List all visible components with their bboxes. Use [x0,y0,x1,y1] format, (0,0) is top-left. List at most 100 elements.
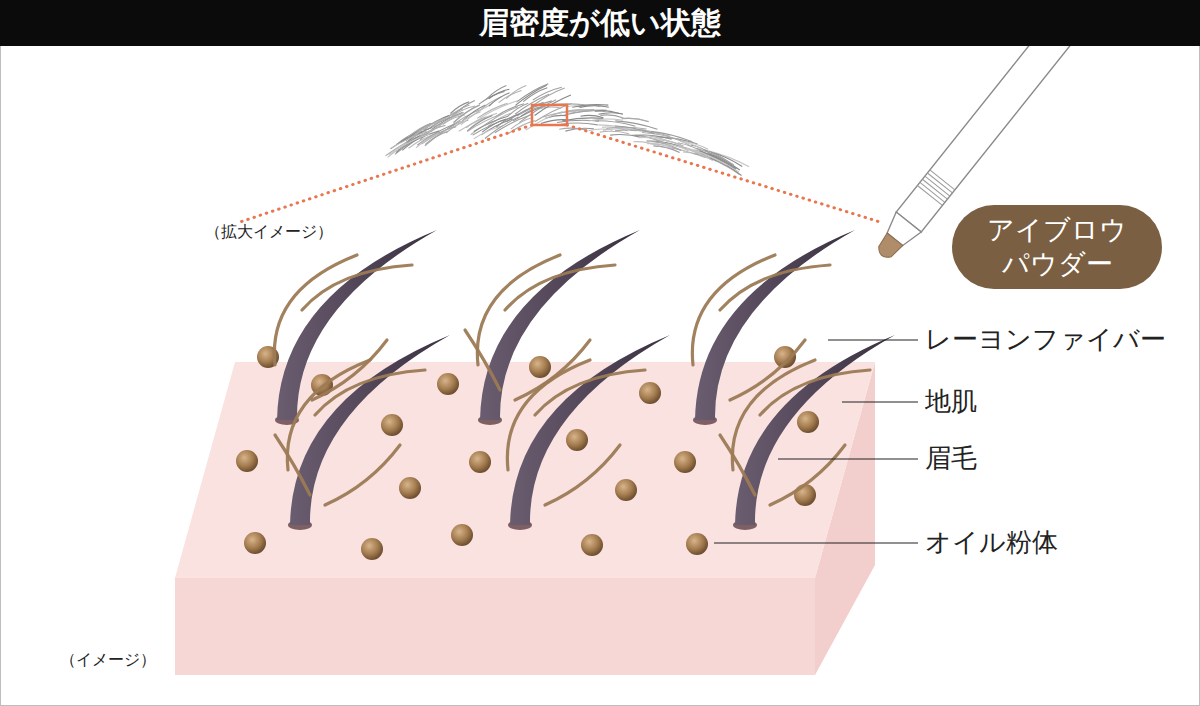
eyebrow-hair-stroke [447,105,470,119]
rayon-fiber [760,370,870,415]
pencil-rib [922,179,947,199]
node-text: アイブロウ パウダー [987,213,1127,281]
oil-particle [381,414,403,436]
oil-particle [437,373,459,395]
rayon-fiber [720,435,755,495]
part-label: オイル粉体 [925,527,1058,558]
rayon-fiber [545,445,620,505]
eyebrow-hair [290,335,450,525]
zoom-guide [240,125,532,222]
rayon-fiber [515,340,590,400]
rayon-fiber [275,435,310,495]
eyebrow-hair-stroke [622,118,649,122]
oil-particle [399,477,421,499]
oil-particle [615,479,637,501]
eyebrow-hair-stroke [416,133,439,148]
eyebrow-hair-stroke [615,126,655,134]
pencil-rib [917,185,942,205]
oil-particle [469,451,491,473]
eyebrow-hair-stroke [599,113,624,115]
rayon-fiber [465,330,500,390]
rayon-fiber [535,370,645,415]
pencil-rib [927,173,952,193]
eyebrow-hair-stroke [402,135,426,151]
eyebrow-hair-stroke [391,132,428,149]
rayon-fiber [315,370,425,415]
eyebrow-hair-stroke [466,117,486,128]
part-label: 地肌 [925,386,977,417]
title-bar [0,0,1200,46]
eyebrow-hair [510,335,670,525]
part-label: 眉毛 [925,443,977,474]
eyebrow-hair-stroke [588,119,623,121]
eyebrow-hair-stroke [600,131,629,133]
zoom-frame [532,105,567,125]
oil-particle [686,533,708,555]
oil-particle [674,451,696,473]
eyebrow-hair [695,230,855,420]
eyebrow-hair-stroke [486,86,506,100]
eyebrow-hair-stroke [572,104,608,107]
eyebrow-sketch [386,84,750,176]
eyebrow-hair-stroke [580,106,609,108]
pencil-tip [874,233,903,262]
diagram-title: 眉密度が低い状態 [0,0,1200,46]
oil-particle [581,534,603,556]
oil-particle [529,356,551,378]
eyebrow-hair [480,230,640,420]
eyebrow-hair-stroke [682,142,704,150]
rayon-fiber [770,445,845,505]
oil-particle [639,382,661,404]
eyebrow-hair-stroke [687,148,727,165]
rayon-fiber [287,360,370,470]
eyebrow-hair-stroke [622,118,649,121]
pencil-rib [925,176,950,196]
eyebrow-hair-stroke [517,101,552,116]
rayon-fiber [720,265,830,310]
product-label-pill: アイブロウ パウダー [952,205,1162,289]
part-label: （拡大イメージ） [205,222,333,241]
oil-particle [244,532,266,554]
skin-front-face [175,578,815,675]
eyebrow-hair-stroke [696,148,734,164]
leader-line [828,339,918,340]
eyebrow-hair-stroke [589,129,613,131]
oil-particle [451,524,473,546]
eyebrow-hair-stroke [516,84,548,102]
eyebrow-hair-stroke [533,88,564,105]
eyebrow-hair-stroke [633,142,660,147]
pencil-rib [930,170,955,190]
rayon-fiber [692,255,775,365]
rayon-fiber [302,265,412,310]
oil-particle [236,450,258,472]
leader-line [842,401,918,402]
eyebrow-hair-stroke [600,115,623,118]
pencil-rib [920,182,945,202]
eyebrow-hair-stroke [651,131,692,141]
oil-particle [566,429,588,451]
eyebrow-hair-stroke [551,110,595,115]
oil-particle [794,484,816,506]
rayon-fiber [325,445,400,505]
oil-particle [797,411,819,433]
zoom-guide [567,125,880,222]
part-label: （イメージ） [60,650,156,669]
eyebrow-hair-stroke [595,111,619,114]
eyebrow-hair-stroke [454,105,480,123]
oil-particle [361,538,383,560]
leader-line [778,458,918,459]
eyebrow-hair-stroke [479,101,517,119]
rayon-fiber [274,255,357,365]
rayon-fiber [505,265,615,310]
eyebrow-hair-stroke [489,93,510,106]
rayon-fibers [274,255,870,505]
rayon-fiber [507,360,590,470]
leader-line [714,542,918,543]
eyebrow-hairs [277,230,895,525]
eyebrow-hair-stroke [610,135,642,138]
eyebrow-hair-stroke [453,105,479,123]
eyebrow-hair-stroke [420,125,446,136]
eyebrow-hair [735,335,895,525]
eyebrow-hair-stroke [639,138,671,143]
